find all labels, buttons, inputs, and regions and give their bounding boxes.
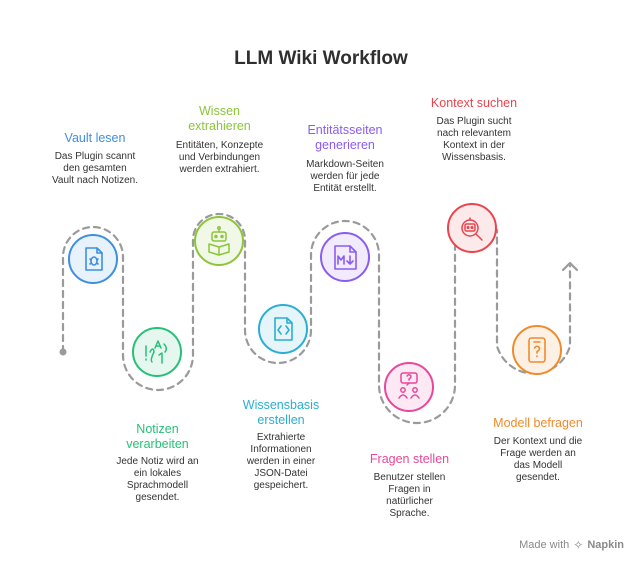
step-heading-kontext-suchen: Kontext suchen xyxy=(430,96,518,110)
path-start-dot xyxy=(59,348,67,356)
step-heading-wissen-extrahieren: Wissen extrahieren xyxy=(188,104,251,133)
step-desc-vault-lesen: Das Plugin scannt den gesamten Vault nac… xyxy=(52,151,138,186)
step-desc-modell-befragen: Der Kontext und die Frage werden an das … xyxy=(493,436,583,483)
step-node-wissen-extrahieren xyxy=(194,216,244,266)
step-node-vault-lesen xyxy=(68,234,118,284)
code-file-icon xyxy=(274,317,293,341)
step-node-notizen-verarbeiten xyxy=(132,327,182,377)
step-node-wissensbasis-erstellen xyxy=(258,304,308,354)
robot-search-icon xyxy=(461,217,483,241)
step-node-entitaetsseiten-generieren xyxy=(320,232,370,282)
path-end-arrow xyxy=(561,261,579,272)
translate-icon xyxy=(145,340,168,364)
step-desc-entitaetsseiten-generieren: Markdown-Seiten werden für jede Entität … xyxy=(306,159,384,194)
step-heading-modell-befragen: Modell befragen xyxy=(493,416,583,430)
diagram-title: LLM Wiki Workflow xyxy=(234,48,408,69)
step-heading-fragen-stellen: Fragen stellen xyxy=(369,452,450,466)
workflow-path xyxy=(61,212,572,425)
footer-brand: Napkin xyxy=(587,539,624,551)
robot-book-icon xyxy=(208,226,230,256)
step-desc-wissensbasis-erstellen: Extrahierte Informationen werden in eine… xyxy=(246,432,316,491)
step-node-kontext-suchen xyxy=(447,203,497,253)
step-heading-notizen-verarbeiten: Notizen verarbeiten xyxy=(126,422,189,451)
step-heading-entitaetsseiten-generieren: Entitätsseiten generieren xyxy=(307,123,383,152)
step-desc-wissen-extrahieren: Entitäten, Konzepte und Verbindungen wer… xyxy=(175,140,264,175)
step-desc-fragen-stellen: Benutzer stellen Fragen in natürlicher S… xyxy=(373,472,446,519)
step-desc-kontext-suchen: Das Plugin sucht nach relevantem Kontext… xyxy=(436,116,512,163)
people-question-icon xyxy=(398,372,420,399)
document-bug-icon xyxy=(85,247,103,271)
step-heading-wissensbasis-erstellen: Wissensbasis erstellen xyxy=(242,398,320,427)
step-desc-notizen-verarbeiten: Jede Notiz wird an ein lokales Sprachmod… xyxy=(116,456,199,503)
footer-credit: Made with ✧ Napkin xyxy=(519,538,624,552)
footer-prefix: Made with xyxy=(519,539,570,551)
phone-question-icon xyxy=(528,337,546,363)
step-heading-vault-lesen: Vault lesen xyxy=(64,131,126,145)
markdown-icon xyxy=(334,245,357,270)
step-node-fragen-stellen xyxy=(384,362,434,412)
step-node-modell-befragen xyxy=(512,325,562,375)
napkin-logo-icon: ✧ xyxy=(573,538,584,552)
